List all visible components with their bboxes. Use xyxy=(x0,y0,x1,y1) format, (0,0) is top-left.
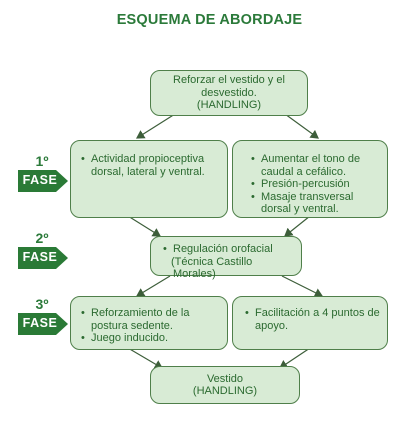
box-line: Reforzar el vestido y el xyxy=(173,74,285,87)
arrow-top-to-left xyxy=(135,113,176,139)
bullet-line: Regulación orofacial xyxy=(173,243,273,255)
arrow-left-to-bottom xyxy=(127,347,164,369)
box-line: Vestido xyxy=(206,372,244,385)
phase-tag-arrow xyxy=(18,247,68,269)
diagram-title: ESQUEMA DE ABORDAJE xyxy=(116,12,303,28)
bullet-line: (Técnica Castillo Morales) xyxy=(171,255,253,281)
box-aumentar-tono: Aumentar el tono de caudal a cefálico. P… xyxy=(232,140,388,218)
phase-tag-arrow xyxy=(18,170,68,192)
phase-tag-arrow xyxy=(18,313,68,335)
phase-number: 2º xyxy=(35,230,49,246)
box-line: (HANDLING) xyxy=(196,99,262,112)
box-vestido-handling: Vestido (HANDLING) xyxy=(150,366,300,404)
bullet-item: Regulación orofacial (Técnica Castillo M… xyxy=(163,243,297,281)
bullet-item: Juego inducido. xyxy=(81,332,219,345)
phase-tag-label: FASE xyxy=(22,173,58,187)
bullet-item: Reforzamiento de la postura sedente. xyxy=(81,307,219,332)
arrow-top-to-right xyxy=(284,113,319,139)
bullet-item: Facilitación a 4 puntos de apoyo. xyxy=(245,307,381,332)
bullet-item: Aumentar el tono de caudal a cefálico. xyxy=(251,153,381,178)
arrow-right-to-bottom xyxy=(279,347,311,369)
phase-tag-label: FASE xyxy=(22,316,58,330)
box-line: desvestido. xyxy=(201,86,257,99)
arrow-left-to-phase2 xyxy=(127,215,162,237)
box-line: (HANDLING) xyxy=(192,385,258,397)
bullet-item: Masaje transversal dorsal y ventral. xyxy=(251,191,381,216)
box-regulacion-orofacial: Regulación orofacial (Técnica Castillo M… xyxy=(150,236,302,280)
phase-tag-label: FASE xyxy=(22,250,58,264)
box-reforzar-vestido: Reforzar el vestido y el desvestido. (HA… xyxy=(150,70,308,116)
box-actividad-propioceptiva: Actividad propioceptiva dorsal, lateral … xyxy=(70,140,228,218)
box-reforzamiento-postura: Reforzamiento de la postura sedente. Jue… xyxy=(70,296,228,350)
box-facilitacion-4-puntos: Facilitación a 4 puntos de apoyo. xyxy=(232,296,388,350)
arrow-right-to-phase2 xyxy=(284,215,311,237)
phase-number: 1º xyxy=(35,153,49,169)
phase-number: 3º xyxy=(35,296,49,312)
bullet-item: Actividad propioceptiva dorsal, lateral … xyxy=(81,153,219,178)
bullet-item: Presión-percusión xyxy=(251,178,381,191)
